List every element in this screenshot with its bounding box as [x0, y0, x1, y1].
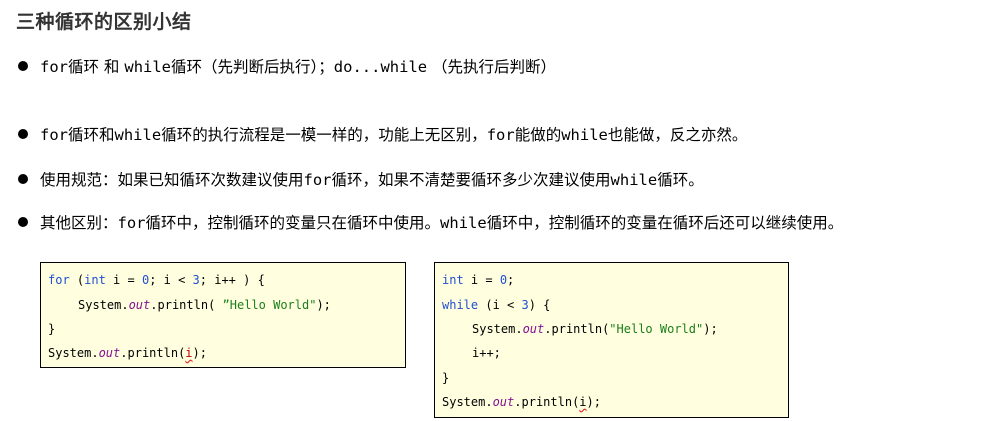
- bullet-icon: [18, 174, 28, 184]
- code-line: i++;: [472, 346, 501, 360]
- bullet-text: 其他区别：for循环中，控制循环的变量只在循环中使用。while循环中，控制循环…: [40, 214, 844, 232]
- bullet-icon: [18, 217, 28, 227]
- code-line: while (i < 3) {: [442, 298, 551, 312]
- bullet-icon: [18, 129, 28, 139]
- page-title: 三种循环的区别小结: [16, 11, 192, 33]
- variable-i: i: [579, 395, 587, 409]
- bullet-item-loop-types: for循环 和 while循环（先判断后执行）；do...while （先执行后…: [16, 54, 556, 78]
- error-variable: i: [185, 346, 193, 360]
- bullet-text: 使用规范：如果已知循环次数建议使用for循环，如果不清楚要循环多少次建议使用wh…: [40, 171, 704, 189]
- bullet-icon: [18, 61, 28, 71]
- code-line: }: [442, 371, 450, 385]
- code-line: for (int i = 0; i < 3; i++ ) {: [48, 273, 265, 287]
- code-block-while-loop: int i = 0; while (i < 3) { System.out.pr…: [434, 262, 789, 418]
- code-line: System.out.println(i);: [442, 395, 601, 409]
- code-line: System.out.println( ”Hello World");: [78, 298, 331, 312]
- bullet-item-usage-guideline: 使用规范：如果已知循环次数建议使用for循环，如果不清楚要循环多少次建议使用wh…: [16, 167, 704, 191]
- code-line: System.out.println("Hello World");: [472, 322, 718, 336]
- code-block-for-loop: for (int i = 0; i < 3; i++ ) { System.ou…: [40, 262, 406, 368]
- bullet-item-same-flow: for循环和while循环的执行流程是一模一样的，功能上无区别，for能做的wh…: [16, 122, 747, 146]
- bullet-text: for循环和while循环的执行流程是一模一样的，功能上无区别，for能做的wh…: [40, 126, 748, 144]
- code-line: System.out.println(i);: [48, 346, 207, 360]
- code-line: int i = 0;: [442, 273, 515, 287]
- code-line: }: [48, 322, 56, 336]
- bullet-text: for循环 和 while循环（先判断后执行）；do...while （先执行后…: [40, 58, 557, 76]
- bullet-item-other-differences: 其他区别：for循环中，控制循环的变量只在循环中使用。while循环中，控制循环…: [16, 210, 843, 234]
